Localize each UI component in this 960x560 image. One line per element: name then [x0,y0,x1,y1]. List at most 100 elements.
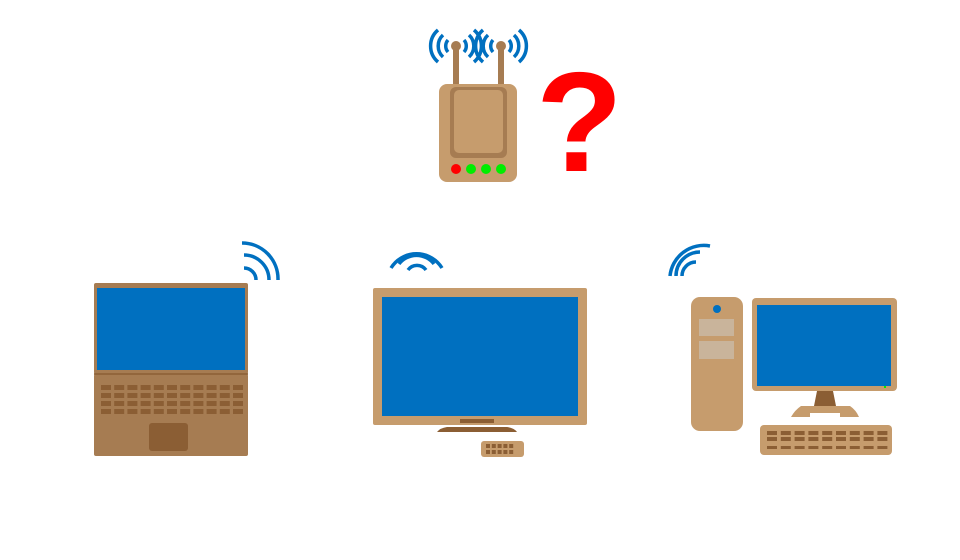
key [849,446,860,449]
key [127,401,138,406]
led-red [451,164,461,174]
key [219,385,230,390]
key [808,446,819,449]
key [780,437,791,441]
key [836,437,846,441]
key [836,446,846,449]
key [167,409,177,414]
key [849,431,860,435]
led-green [466,164,476,174]
key [114,401,125,406]
key [101,409,111,414]
key [486,444,490,448]
key [822,431,833,435]
led-green [496,164,506,174]
key [153,401,164,406]
key [491,444,496,448]
key [233,385,243,390]
key [193,393,204,398]
key [233,409,243,414]
key [167,401,177,406]
key [153,393,164,398]
key [808,437,819,441]
key [193,385,204,390]
key [206,409,217,414]
key [219,401,230,406]
key [140,409,151,414]
key [877,437,888,441]
question-mark: ? [536,43,623,202]
key [808,431,819,435]
pc-wifi-icon [668,243,711,277]
key [503,450,508,454]
router-wifi-right-icon [473,28,529,64]
key [794,437,805,441]
key [193,401,204,406]
key [206,401,217,406]
tv-screen [382,297,578,416]
key [127,409,138,414]
key [497,444,502,448]
key [140,401,151,406]
key [193,409,204,414]
laptop-wifi-icon [241,241,280,281]
tv [373,288,587,457]
key [877,446,888,449]
key [509,444,514,448]
key [180,409,191,414]
touchpad [149,423,188,451]
pc-screen [757,305,891,386]
router [439,41,517,182]
key [491,450,496,454]
key [127,385,138,390]
key [822,437,833,441]
desktop-pc [691,297,897,455]
key [822,446,833,449]
key [180,385,191,390]
key [233,393,243,398]
key [503,444,508,448]
key [863,446,874,449]
key [767,431,777,435]
tv-wifi-icon [389,252,444,272]
key [486,450,490,454]
key [219,393,230,398]
key [780,431,791,435]
led-green [481,164,491,174]
laptop-screen [97,288,245,370]
key [863,437,874,441]
key [127,393,138,398]
key [114,393,125,398]
key [101,401,111,406]
key [140,385,151,390]
key [497,450,502,454]
key [767,446,777,449]
key [180,393,191,398]
key [153,409,164,414]
key [114,385,125,390]
key [101,393,111,398]
pc-tower [691,297,743,431]
laptop [94,283,248,456]
key [167,385,177,390]
key [836,431,846,435]
router-wifi-left-icon [428,28,484,64]
key [877,431,888,435]
key [206,385,217,390]
key [206,393,217,398]
key [219,409,230,414]
key [140,393,151,398]
key [509,450,514,454]
key [153,385,164,390]
key [794,446,805,449]
key [114,409,125,414]
key [780,446,791,449]
key [794,431,805,435]
key [233,401,243,406]
key [767,437,777,441]
key [849,437,860,441]
key [180,401,191,406]
key [167,393,177,398]
key [101,385,111,390]
